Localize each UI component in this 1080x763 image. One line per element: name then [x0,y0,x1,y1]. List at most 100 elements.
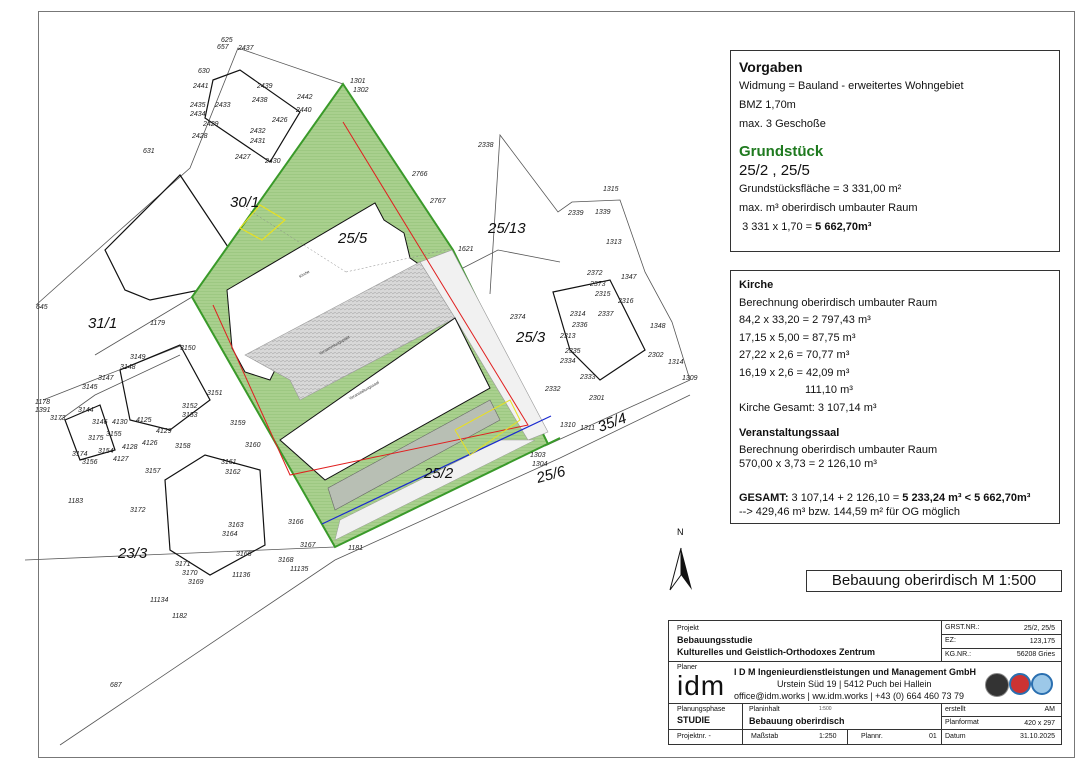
saal-title: Veranstaltungssaal [739,427,840,439]
plot-number: 1391 [35,407,51,414]
planer-label: Planer [677,664,698,671]
plot-number: 2337 [597,311,615,318]
massstab-label: Maßstab [751,733,779,740]
plot-number: 3160 [245,442,261,449]
plot-number: 2313 [559,333,576,340]
plot-number: 4129 [156,428,172,435]
plot-number: 625 [221,37,233,44]
plot-number: 3153 [182,412,198,419]
plot-number: 1304 [532,461,548,468]
plot-number: 4125 [136,417,152,424]
plot-number: 2429 [202,121,219,128]
plannr-value: 01 [929,733,937,740]
plot-number: 3145 [82,384,98,391]
bmz-text: BMZ 1,70m [739,99,796,111]
plot-number: 3173 [50,415,66,422]
plot-number: 2335 [564,348,581,355]
plot-number: 3169 [188,579,204,586]
plot-number: 3168 [278,557,294,564]
plot-number: 2434 [189,111,206,118]
calc-line: 16,19 x 2,6 = 42,09 m³ [739,366,850,379]
plot-number: 3149 [130,354,146,361]
parcel-label: 35/4 [596,410,629,436]
plot-number: 2441 [192,83,209,90]
kirche-total: Kirche Gesamt: 3 107,14 m³ [739,401,877,414]
site-plot [190,82,561,549]
calc-prefix: 3 331 x 1,70 = [742,221,816,233]
parcel-label: 25/2 [423,465,454,482]
plot-number: 3161 [221,459,237,466]
format-value: 420 x 297 [1024,720,1055,727]
plot-number: 2374 [509,314,526,321]
plot-number: 1348 [650,323,666,330]
plot-number: 2433 [214,102,231,109]
plot-number: 3154 [98,448,114,455]
inhalt-value: Bebauung oberirdisch [749,716,845,726]
plot-number: 1302 [353,87,369,94]
plot-number: 2428 [191,133,208,140]
plot-number: 3172 [130,507,146,514]
plot-number: 1179 [150,320,165,327]
plot-number: 3157 [145,468,162,475]
plot-number: 2430 [264,158,281,165]
north-label: N [677,527,684,537]
plot-number: 2427 [234,154,252,161]
veranstaltungssaal-building [279,317,491,481]
north-arrow-icon: N [669,527,692,591]
plot-number: 2332 [544,386,561,393]
plot-number: 1314 [668,359,684,366]
plot-number: 4126 [142,440,158,447]
parcel-label: 25/3 [515,329,546,346]
calc-result: 5 662,70m³ [815,221,872,233]
parcel-label: 23/3 [117,545,148,562]
ez-value: 123,175 [1029,638,1055,645]
plot-number: 1315 [603,186,619,193]
company-address: Urstein Süd 19 | 5412 Puch bei Hallein [777,679,932,689]
plot-number: 3165 [236,551,252,558]
plot-number: 2431 [249,138,266,145]
plot-number: 4130 [112,419,128,426]
plot-number: 3162 [225,469,241,476]
company-contact: office@idm.works | ww.idm.works | +43 (0… [734,691,964,701]
plot-number: 1301 [350,78,366,85]
vorgaben-box: Vorgaben Widmung = Bauland - erweitertes… [730,50,1060,252]
plot-number: 3170 [182,570,198,577]
calc-line: 27,22 x 2,6 = 70,77 m³ [739,349,850,361]
geschosse-text: max. 3 Geschoße [739,118,826,130]
gesamt-result: 5 233,24 m³ < 5 662,70m³ [902,491,1031,504]
plot-number: 2766 [411,171,428,178]
company-name: I D M Ingenieurdienstleistungen und Mana… [734,667,977,677]
kirche-title: Kirche [739,279,774,291]
plot-number: 1181 [348,545,363,552]
gesamt-calc: 3 107,14 + 2 126,10 = [788,491,903,504]
plot-number: 630 [198,68,210,75]
plot-number: 1313 [606,239,622,246]
plot-number: 4127 [113,456,130,463]
plot-number: 3156 [82,459,98,466]
plot-number: 1183 [68,498,83,505]
plot-number: 4128 [122,444,138,451]
plot-number: 1303 [530,452,546,459]
grundstueck-parcels: 25/2 , 25/5 [739,162,810,179]
plot-number: 2302 [647,352,664,359]
plot-number: 1621 [458,246,474,253]
idm-logo: idm [677,670,726,701]
plot-number: 687 [110,682,123,689]
gesamt-label: GESAMT: [739,491,789,504]
title-block: Projekt Bebauungsstudie Kulturelles und … [668,620,1062,745]
plot-number: 631 [143,148,155,155]
format-label: Planformat [945,719,979,726]
plot-number: 2426 [271,117,288,124]
plot-number: 3152 [182,403,198,410]
plot-number: 11135 [290,566,309,573]
plot-number: 657 [217,44,230,51]
grst-label: GRST.NR.: [945,624,980,631]
plot-number: 2339 [567,210,584,217]
plot-number: 1339 [595,209,611,216]
plot-number: 2338 [477,142,494,149]
plot-number: 2438 [251,97,268,104]
drawing-frame [38,11,1075,758]
grundstueck-title: Grundstück [739,143,824,160]
plot-number: 2314 [569,311,586,318]
ez-label: EZ: [945,637,956,644]
